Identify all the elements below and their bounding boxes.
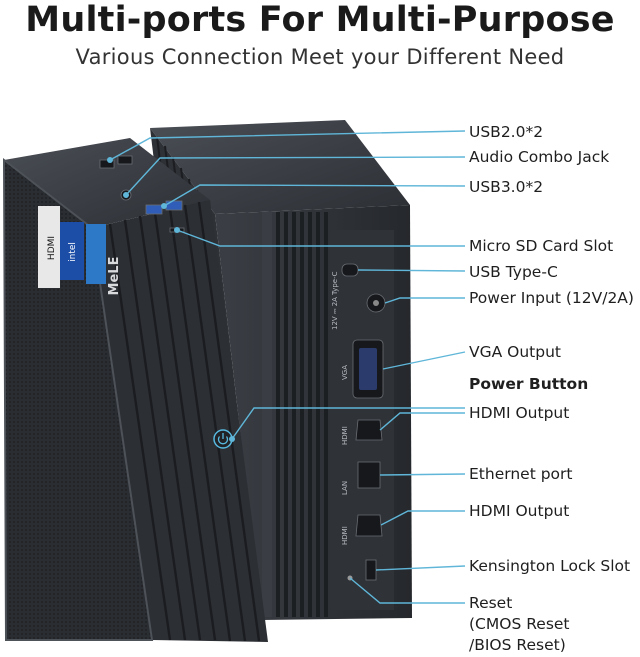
ethernet-port [357, 461, 381, 489]
usb3-port-1 [145, 204, 163, 215]
rear-label-typec: Type-C [331, 271, 339, 296]
label-usb3: USB3.0*2 [469, 178, 544, 196]
intel-badge [60, 222, 84, 280]
intel-badge-text: intel [68, 242, 78, 262]
label-micro-sd-card-slot: Micro SD Card Slot [469, 237, 614, 255]
windows-badge [86, 224, 106, 284]
label-reset-bios: /BIOS Reset) [469, 636, 566, 654]
rear-label-vga: VGA [341, 365, 349, 380]
rear-panel-fins [262, 212, 328, 617]
leader-lines [107, 130, 466, 604]
label-power-input: Power Input (12V/2A) [469, 289, 634, 307]
rear-ports [341, 263, 386, 581]
usb3-port-2 [165, 200, 183, 211]
label-kensington-lock-slot: Kensington Lock Slot [469, 557, 631, 575]
rear-label-hdmi-1: HDMI [341, 426, 349, 445]
hdmi-sticker [38, 206, 60, 288]
label-ethernet-port: Ethernet port [469, 465, 573, 483]
label-reset-cmos: (CMOS Reset [469, 615, 570, 633]
hdmi-sticker-text: HDMI [47, 236, 57, 260]
label-audio-combo-jack: Audio Combo Jack [469, 148, 610, 166]
rear-label-lan: LAN [341, 481, 349, 495]
label-usb2: USB2.0*2 [469, 123, 544, 141]
kensington-lock-slot [365, 559, 377, 581]
label-power-button: Power Button [469, 375, 589, 393]
front-unit: HDMI intel MeLE [2, 138, 268, 642]
label-vga-output: VGA Output [469, 343, 561, 361]
label-hdmi-output-1: HDMI Output [469, 404, 570, 422]
usb-type-c-port [341, 263, 359, 277]
rear-label-hdmi-2: HDMI [341, 526, 349, 545]
rear-label-power: 12V ⎓ 2A [331, 297, 339, 330]
label-hdmi-output-2: HDMI Output [469, 502, 570, 520]
page-title: Multi-ports For Multi-Purpose [25, 0, 615, 40]
hdmi-port-2 [355, 514, 383, 537]
page-subtitle: Various Connection Meet your Different N… [75, 45, 565, 69]
front-unit-side-fins [108, 201, 261, 642]
hdmi-port-1 [355, 419, 383, 441]
label-reset: Reset [469, 594, 513, 612]
label-usb-type-c: USB Type-C [469, 263, 558, 281]
usb2-port-2 [117, 155, 133, 165]
brand-logo: MeLE [107, 257, 122, 296]
